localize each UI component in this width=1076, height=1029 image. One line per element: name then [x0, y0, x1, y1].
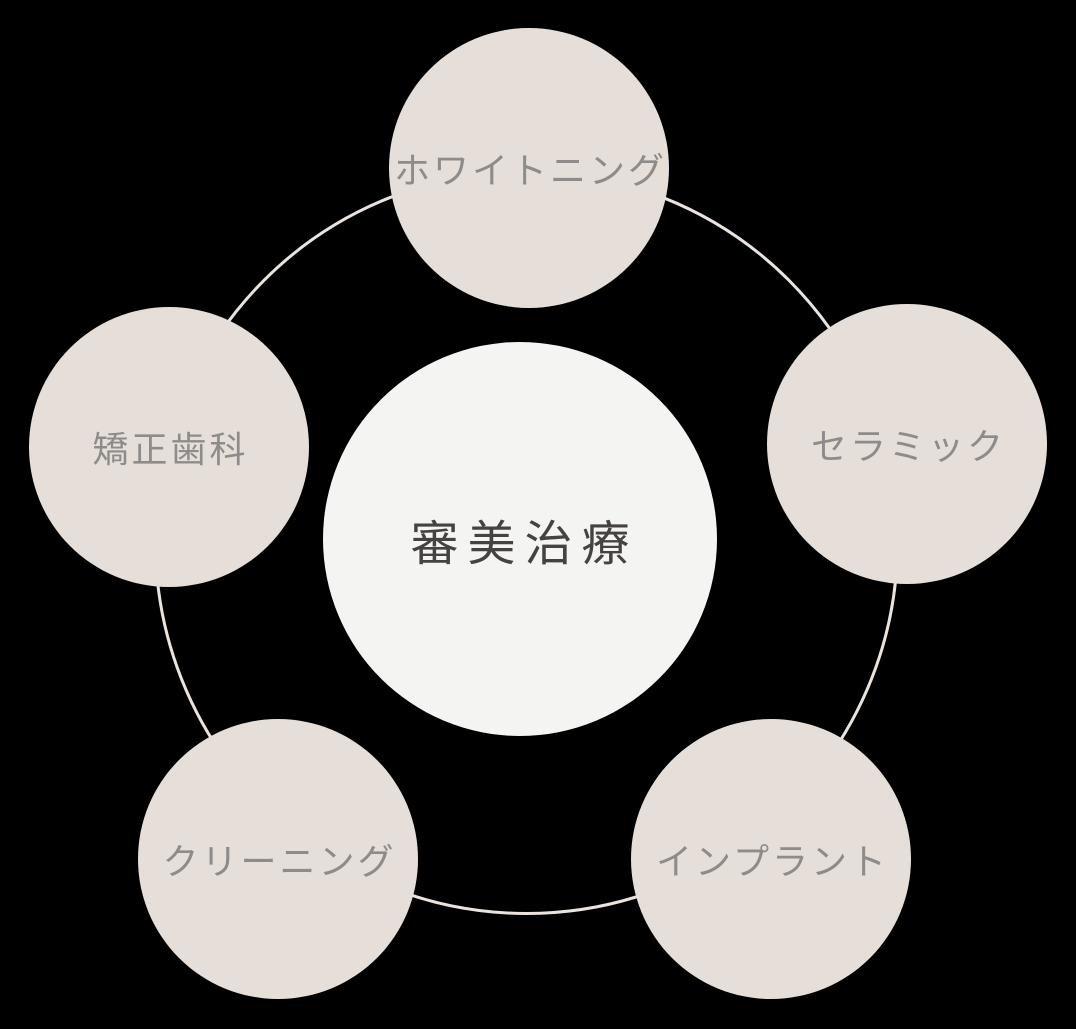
satellite-circle-orthodontics: 矯正歯科: [29, 307, 309, 587]
satellite-label-orthodontics: 矯正歯科: [92, 430, 249, 470]
satellite-label-whitening: ホワイトニング: [393, 151, 667, 191]
satellite-circle-whitening: ホワイトニング: [389, 28, 669, 308]
satellite-label-ceramic: セラミック: [810, 427, 1006, 467]
satellite-circle-implant: インプラント: [631, 719, 911, 999]
center-circle-aesthetic-treatment: 審美治療: [323, 342, 717, 736]
satellite-circle-ceramic: セラミック: [767, 304, 1047, 584]
satellite-label-implant: インプラント: [656, 842, 889, 882]
satellite-circle-cleaning: クリーニング: [138, 719, 418, 999]
center-label: 審美治療: [410, 518, 639, 571]
satellite-label-cleaning: クリーニング: [162, 842, 397, 882]
